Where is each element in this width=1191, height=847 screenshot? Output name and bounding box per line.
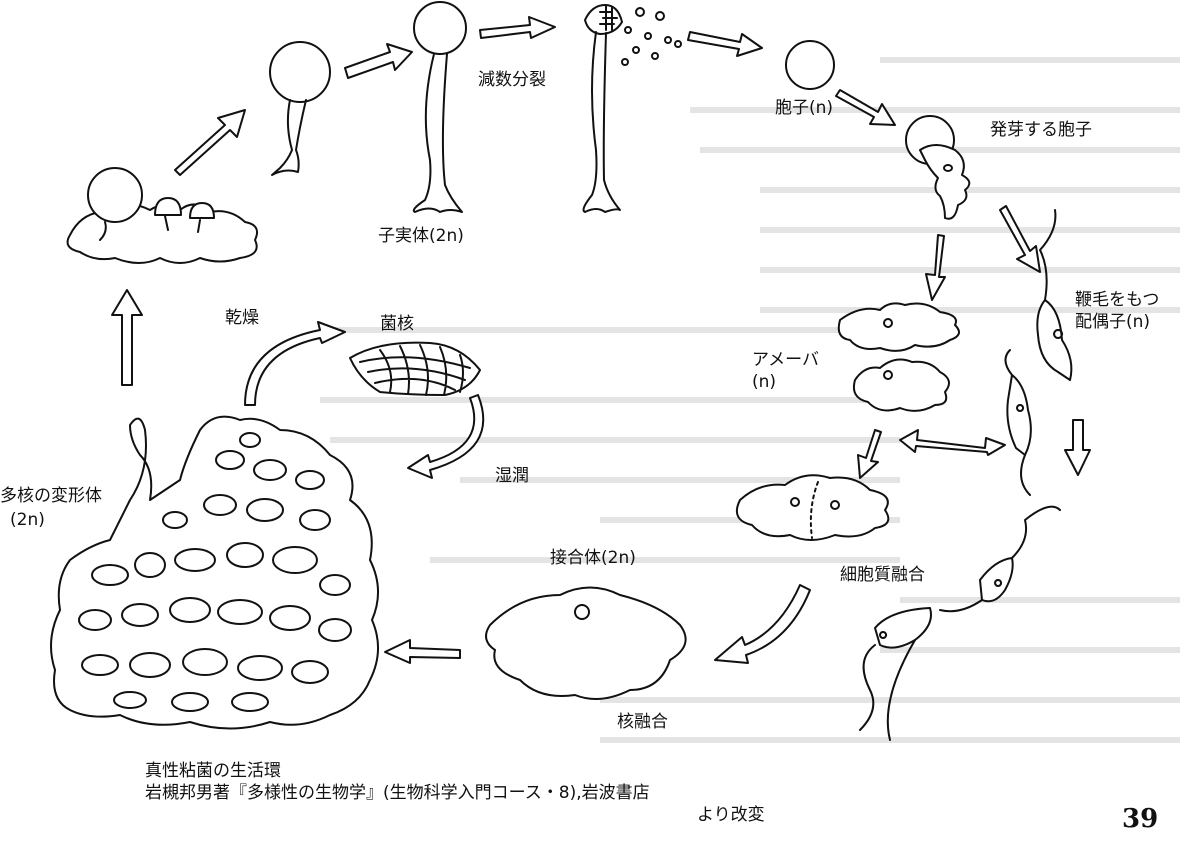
plasmodium-network <box>50 415 380 730</box>
arrow-to-young-sporangium <box>174 109 246 176</box>
label-spore: 胞子(n) <box>775 98 834 118</box>
caption-modified: より改変 <box>697 805 765 825</box>
fusing-gametes <box>859 505 1061 741</box>
arrow-zygote-to-plasmodium <box>384 639 461 664</box>
label-amoeba-line2: (n) <box>752 372 777 392</box>
figure-caption: 真性粘菌の生活環 岩槻邦男著『多様性の生物学』(生物科学入門コース・8),岩波書… <box>145 760 765 826</box>
arrow-plasmodium-up <box>111 289 143 386</box>
arrow-to-amoeba <box>925 234 946 301</box>
arrow-to-spore-release <box>479 16 556 39</box>
label-cytoplasmic-fusion: 細胞質融合 <box>840 565 925 585</box>
label-nuclear-fusion: 核融合 <box>617 712 668 732</box>
page-number: 39 <box>1122 804 1159 834</box>
label-plasmodium-line1: 多核の変形体 <box>0 486 102 506</box>
arrow-sclerotium-to-plasmodium <box>407 394 485 479</box>
arrow-to-spore <box>687 31 763 57</box>
sporangium-releasing-spores <box>582 4 682 213</box>
cycle-arrows <box>111 16 1091 664</box>
arrow-to-germination <box>835 89 896 126</box>
arrow-fusion-to-zygote <box>714 584 811 664</box>
sclerotium <box>349 341 481 396</box>
amoeba-upper <box>837 302 960 352</box>
label-flagellate-gamete-line1: 鞭毛をもつ <box>1075 290 1160 310</box>
arrow-amoeba-gamete-switch <box>899 429 1006 456</box>
young-sporangium <box>269 41 331 176</box>
arrow-to-fruiting-body <box>344 43 413 79</box>
label-moisture: 湿潤 <box>495 466 529 486</box>
label-drying: 乾燥 <box>225 308 259 328</box>
fruiting-body <box>412 1 467 213</box>
label-meiosis: 減数分裂 <box>478 70 546 90</box>
label-zygote: 接合体(2n) <box>550 548 636 568</box>
arrow-to-sclerotium <box>244 321 346 406</box>
arrow-to-gamete <box>999 205 1041 273</box>
caption-source: 岩槻邦男著『多様性の生物学』(生物科学入門コース・8),岩波書店 <box>145 783 650 803</box>
label-sclerotium: 菌核 <box>380 314 414 334</box>
bleed-through-text <box>320 57 1180 743</box>
germinating-spore <box>905 115 971 220</box>
zygote <box>485 586 687 700</box>
label-flagellate-gamete-line2: 配偶子(n) <box>1075 312 1151 332</box>
cytoplasmic-fusion-cells <box>736 474 890 541</box>
caption-title: 真性粘菌の生活環 <box>145 761 281 781</box>
plasmodium-fruiting-start <box>66 167 258 264</box>
label-amoeba-line1: アメーバ <box>752 350 819 370</box>
flagellate-gametes <box>1004 209 1073 496</box>
label-plasmodium-line2: (2n) <box>10 510 45 530</box>
amoeba-lower <box>852 358 950 412</box>
arrow-amoeba-to-fusion <box>857 429 882 479</box>
label-germinating-spore: 発芽する胞子 <box>990 120 1092 140</box>
spore <box>785 40 835 90</box>
scattered-spores <box>621 7 682 66</box>
label-fruiting-body: 子実体(2n) <box>378 226 464 246</box>
arrow-gamete-down <box>1064 419 1091 476</box>
